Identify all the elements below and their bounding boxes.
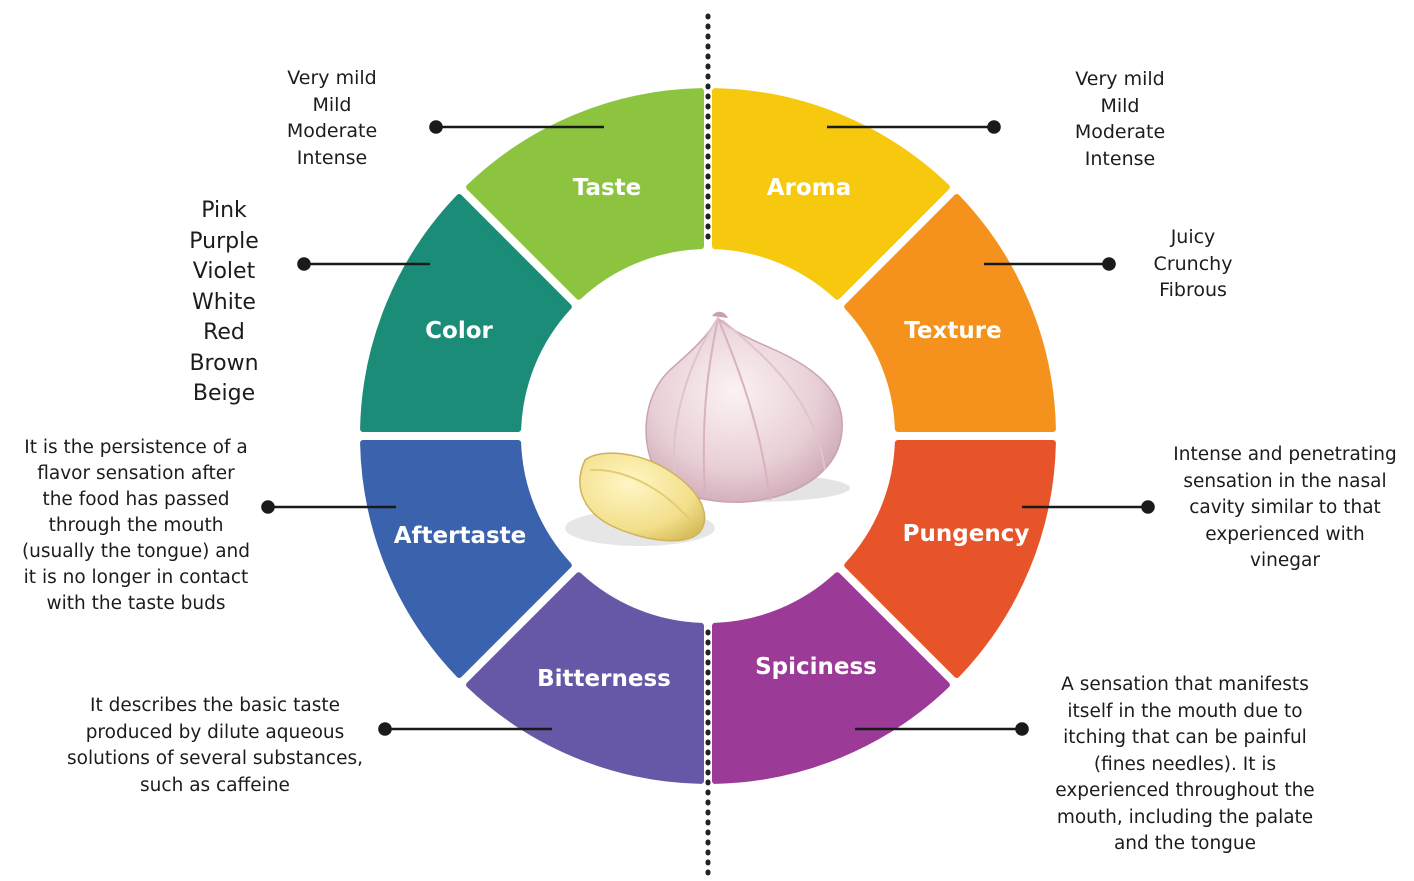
label-taste: Taste <box>573 175 642 201</box>
garlic-icon <box>565 312 850 546</box>
label-aftertaste: Aftertaste <box>394 523 527 549</box>
label-pungency: Pungency <box>903 521 1030 547</box>
label-color: Color <box>425 318 493 344</box>
label-bitterness: Bitterness <box>537 666 671 692</box>
label-aroma: Aroma <box>767 175 851 201</box>
label-texture: Texture <box>904 318 1001 344</box>
label-spiciness: Spiciness <box>755 654 877 680</box>
